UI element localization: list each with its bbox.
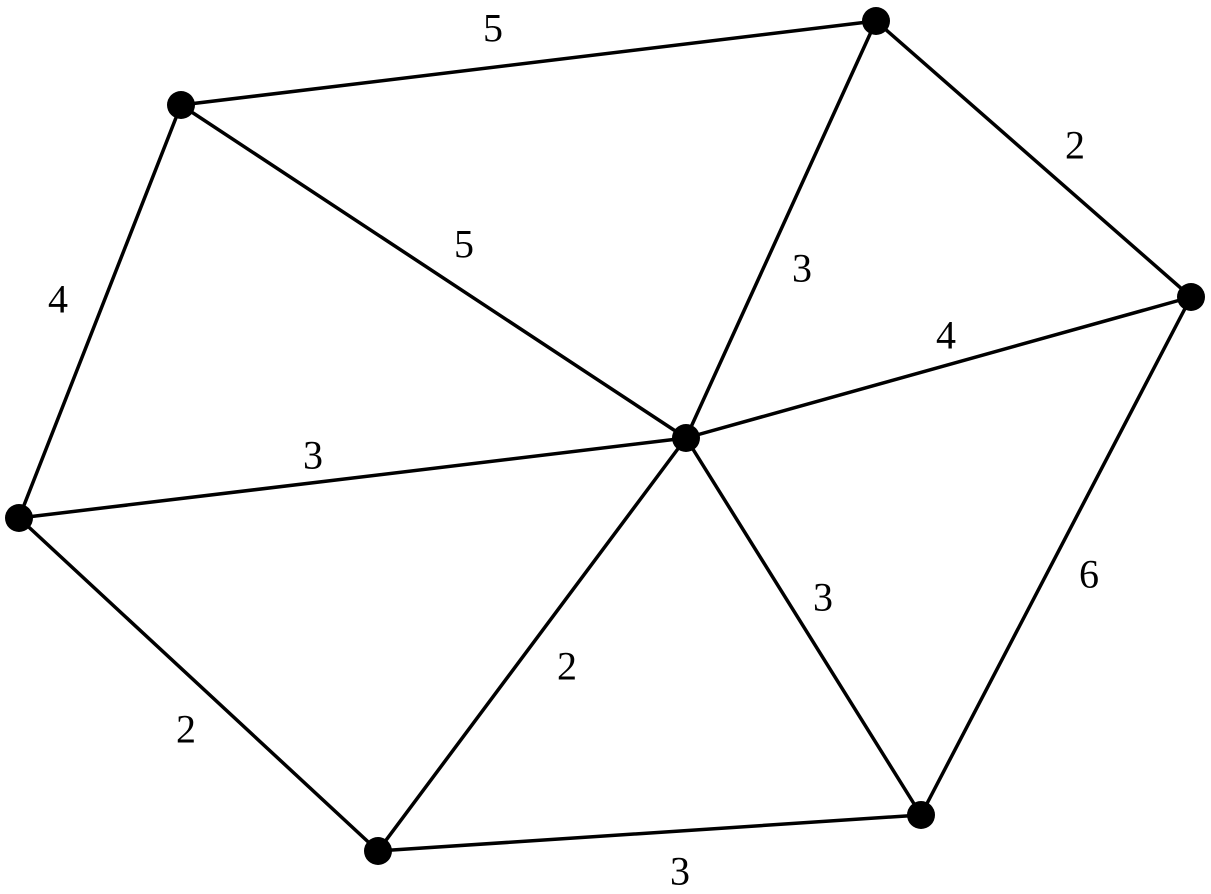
edge-weight-center-bottom-left: 2: [557, 644, 577, 689]
node-right: [1177, 283, 1205, 311]
node-left: [5, 504, 33, 532]
edge-center-bottom-right: [684, 436, 923, 817]
nodes: [5, 7, 1205, 865]
edge-weight-bottom-left-bottom-right: 3: [670, 849, 690, 894]
edge-weight-upper-left-left: 4: [48, 277, 68, 322]
edge-weight-center-bottom-right: 3: [813, 575, 833, 620]
edge-weight-top-right: 2: [1065, 123, 1085, 168]
edge-weight-top-center: 3: [792, 246, 812, 291]
edge-left-center: [17, 436, 688, 520]
node-bottom-right: [907, 801, 935, 829]
edge-weight-upper-left-center: 5: [454, 222, 474, 267]
edge-weight-labels: 5 2 4 5 3 4 3 6 3 2 2 3: [48, 6, 1099, 894]
edge-weight-left-center: 3: [303, 433, 323, 478]
node-center: [672, 424, 700, 452]
edge-upper-left-top: [179, 19, 878, 107]
edge-center-bottom-left: [376, 436, 688, 853]
edge-weight-right-bottom-right: 6: [1079, 552, 1099, 597]
edge-upper-left-left: [17, 103, 183, 520]
edge-weight-center-right: 4: [936, 313, 956, 358]
edge-bottom-left-bottom-right: [376, 813, 923, 853]
node-upper-left: [167, 91, 195, 119]
node-top: [862, 7, 890, 35]
edge-weight-upper-left-top: 5: [483, 6, 503, 51]
edge-center-right: [684, 295, 1193, 440]
edge-upper-left-center: [179, 103, 688, 440]
edge-top-right: [874, 19, 1193, 299]
edge-right-bottom-right: [919, 295, 1193, 817]
edge-weight-left-bottom-left: 2: [176, 707, 196, 752]
node-bottom-left: [364, 837, 392, 865]
edges: [17, 19, 1193, 853]
edge-top-center: [684, 19, 878, 440]
edge-left-bottom-left: [17, 516, 380, 853]
